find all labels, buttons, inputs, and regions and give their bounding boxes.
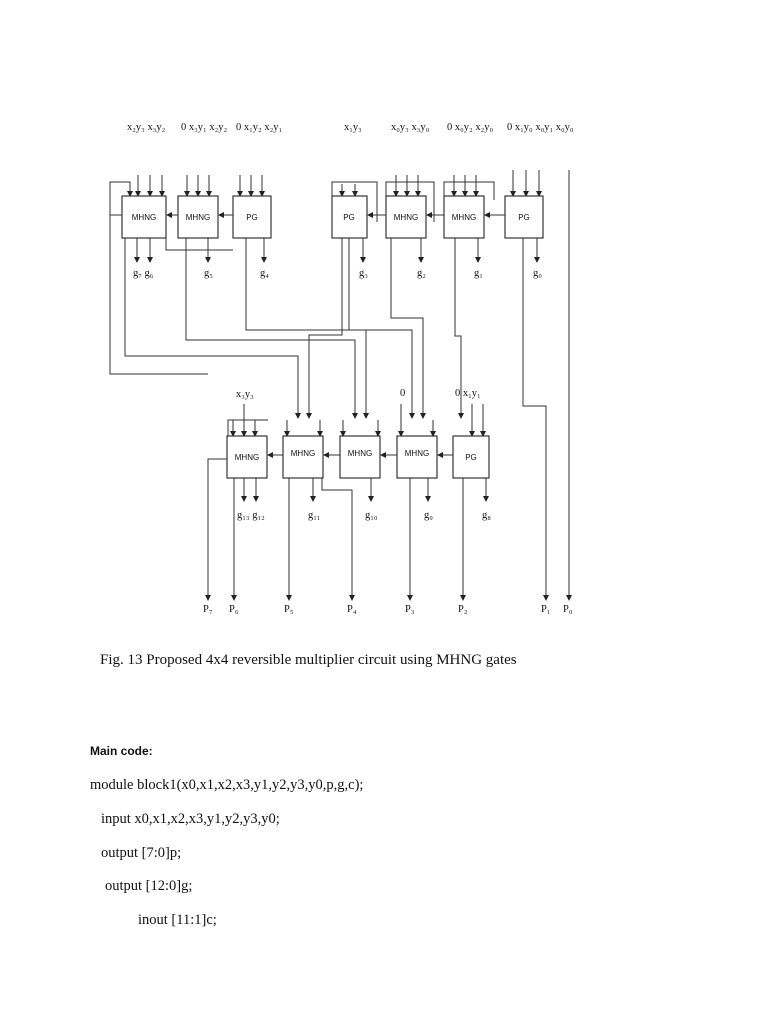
bottom-output-wires — [231, 478, 489, 601]
gate-label: MHNG — [348, 449, 372, 458]
output-label: P₀ — [563, 604, 573, 615]
output-label: P₂ — [458, 604, 468, 615]
output-label: P₅ — [284, 604, 294, 615]
bottom-input-label: 0 x₁y₁ — [455, 388, 481, 399]
gate-label: MHNG — [235, 453, 259, 462]
code-line: input x0,x1,x2,x3,y1,y2,y3,y0; — [101, 811, 280, 827]
interconnect-wires — [124, 170, 572, 601]
bottom-carry-wires — [205, 452, 453, 601]
gate-label: MHNG — [186, 213, 210, 222]
top-input-label: x₀y₃ x₃y₀ — [391, 122, 430, 133]
output-label: P₄ — [347, 604, 357, 615]
multiplier-circuit-diagram: x₂y₃ x₃y₂ 0 x₃y₁ x₂y₂ 0 x₁y₂ x₂y₁ x₁y₃ x… — [100, 122, 574, 668]
top-input-label: 0 x₁y₀ x₀y₁ x₀y₀ — [507, 122, 574, 133]
top-carry-wires — [109, 212, 505, 375]
figure-caption: Fig. 13 Proposed 4x4 reversible multipli… — [100, 652, 517, 668]
code-line: output [7:0]p; — [101, 845, 182, 861]
gate-label: MHNG — [132, 213, 156, 222]
bottom-input-label: x₃y₃ — [236, 389, 254, 400]
code-heading: Main code: — [90, 744, 153, 758]
garbage-label: g₇ g₆ — [133, 268, 154, 279]
bottom-input-wires — [227, 404, 486, 437]
gate-label: PG — [518, 213, 530, 222]
gate-label: MHNG — [452, 213, 476, 222]
output-label: P₁ — [541, 604, 551, 615]
gate-label: PG — [465, 453, 477, 462]
top-garbage-wires — [134, 238, 540, 263]
output-label: P₇ — [203, 604, 213, 615]
code-line: inout [11:1]c; — [138, 912, 217, 928]
gate-label: PG — [343, 213, 355, 222]
garbage-label: g₄ — [260, 268, 269, 279]
garbage-label: g₁ — [474, 268, 483, 279]
garbage-label: g₁₀ — [365, 510, 378, 521]
gate-label: MHNG — [394, 213, 418, 222]
top-input-label: 0 x₁y₂ x₂y₁ — [236, 122, 282, 133]
garbage-label: g₁₃ g₁₂ — [237, 510, 265, 521]
top-input-label: x₂y₃ x₃y₂ — [127, 122, 166, 133]
bottom-input-label: 0 — [400, 388, 405, 399]
garbage-label: g₅ — [204, 268, 213, 279]
gate-label: MHNG — [291, 449, 315, 458]
garbage-label: g₁₁ — [308, 510, 321, 521]
garbage-label: g₃ — [359, 268, 368, 279]
garbage-label: g₉ — [424, 510, 433, 521]
code-line: module block1(x0,x1,x2,x3,y1,y2,y3,y0,p,… — [90, 777, 364, 793]
output-label: P₆ — [229, 604, 239, 615]
gate-label: PG — [246, 213, 258, 222]
code-line: output [12:0]g; — [105, 878, 193, 894]
gate-label: MHNG — [405, 449, 429, 458]
top-input-label: 0 x₃y₁ x₂y₂ — [181, 122, 227, 133]
garbage-label: g₀ — [533, 268, 542, 279]
top-input-label: x₁y₃ — [344, 122, 362, 133]
garbage-label: g₈ — [482, 510, 491, 521]
bottom-gate-row: MHNG MHNG MHNG MHNG PG — [226, 435, 490, 479]
top-input-label: 0 x₀y₂ x₂y₀ — [447, 122, 493, 133]
garbage-label: g₂ — [417, 268, 426, 279]
top-gate-row: MHNG MHNG PG PG MHNG MHNG PG — [121, 195, 544, 239]
output-label: P₃ — [405, 604, 415, 615]
